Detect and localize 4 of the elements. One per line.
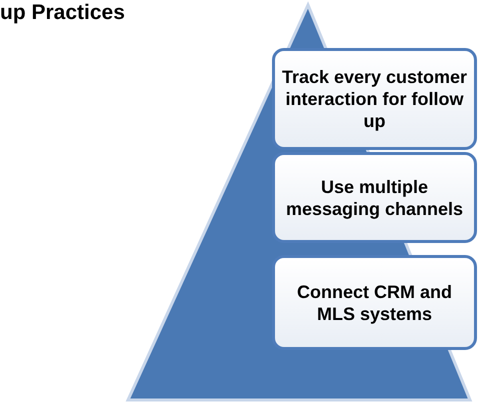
tier-box: Connect CRM and MLS systems	[272, 255, 477, 350]
tier-box: Track every customer interaction for follow up	[272, 48, 477, 150]
title: up Practices	[0, 0, 126, 26]
tier-box: Use multiple messaging channels	[272, 152, 477, 243]
